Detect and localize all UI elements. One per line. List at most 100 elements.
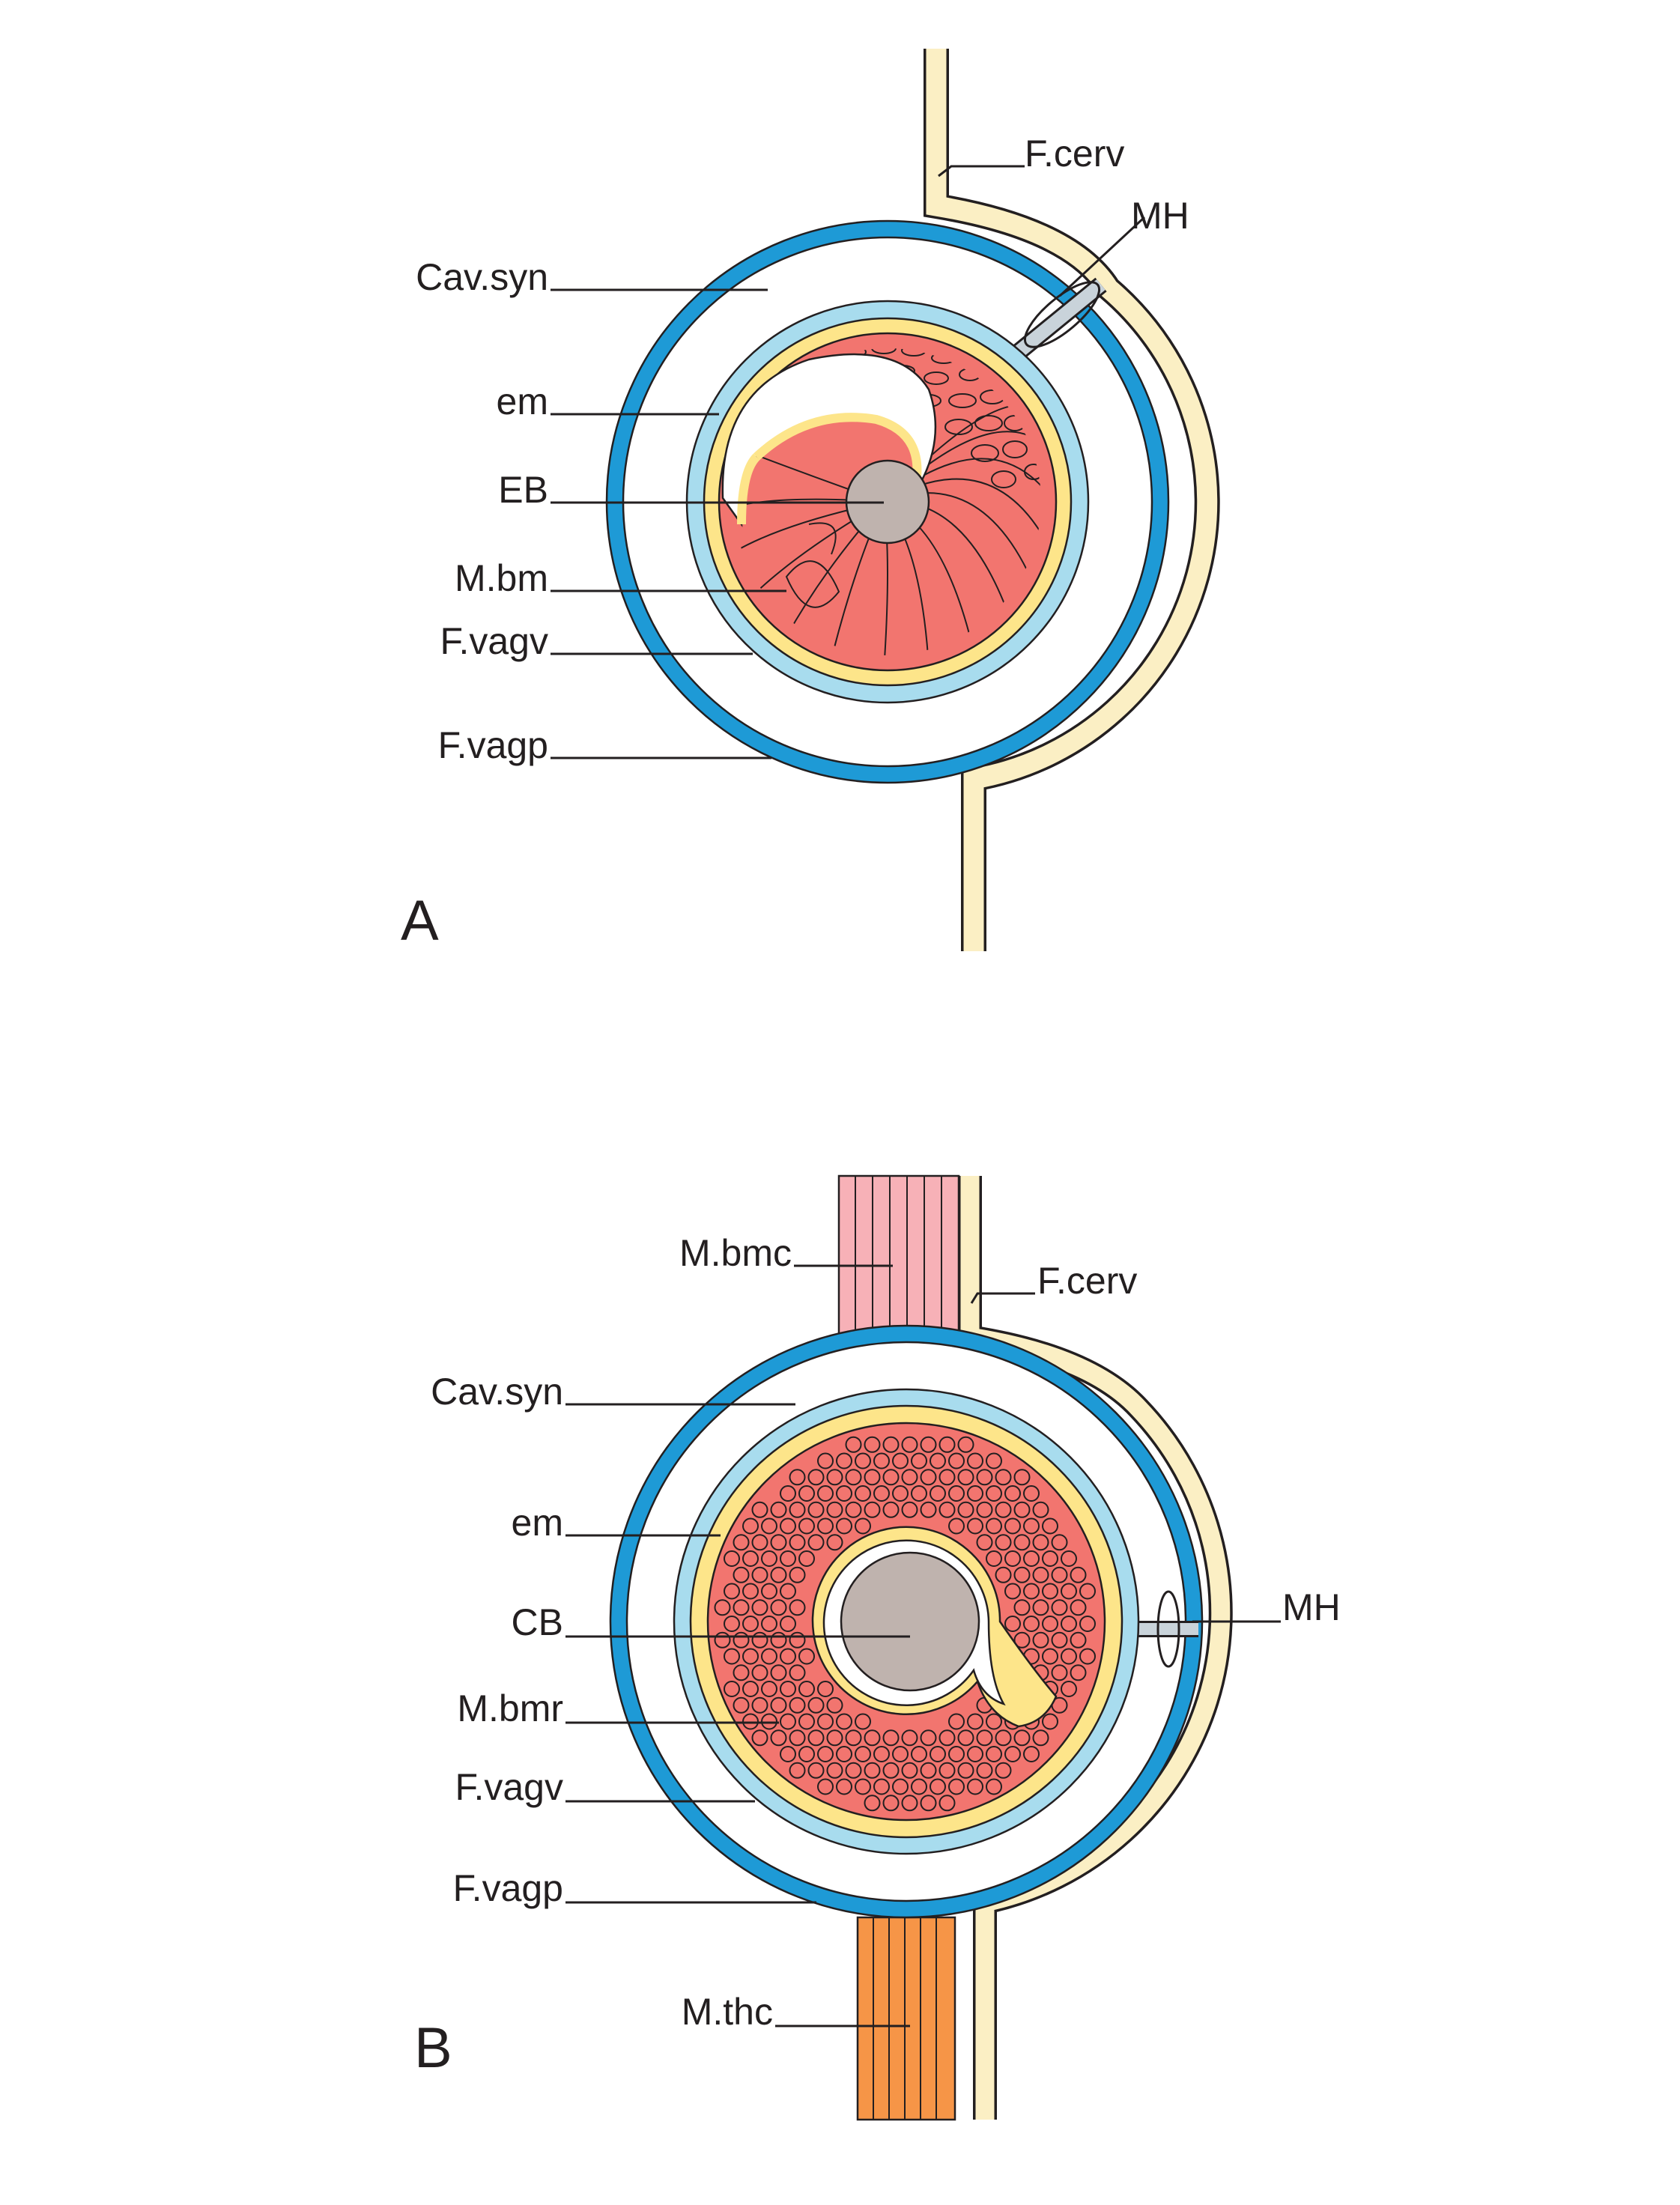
fiber-bundle	[948, 1713, 965, 1730]
fiber-bundle	[817, 1778, 834, 1795]
fiber-bundle	[789, 1631, 806, 1649]
fiber-bundle	[1042, 1648, 1058, 1665]
fiber-bundle	[780, 1550, 796, 1567]
label-fvagp-a: F.vagp	[438, 724, 548, 766]
fiber-bundle	[948, 1778, 965, 1795]
fiber-bundle	[1042, 1550, 1058, 1567]
fiber-bundle	[1013, 1534, 1031, 1551]
label-cavsyn-a: Cav.syn	[416, 256, 548, 298]
fiber-bundle	[938, 1795, 956, 1812]
fiber-bundle	[1051, 1631, 1068, 1649]
fiber-bundle	[995, 1501, 1012, 1518]
fiber-bundle	[836, 1778, 852, 1795]
fiber-bundle	[789, 1469, 806, 1486]
label-fcerv-b: F.cerv	[1037, 1260, 1137, 1302]
fiber-bundle	[817, 1485, 834, 1502]
panel-letter-a: A	[401, 889, 439, 953]
fiber-bundle	[761, 1616, 777, 1632]
label-mh-b: MH	[1282, 1586, 1341, 1628]
fiber-bundle	[1042, 1616, 1058, 1632]
fiber-bundle	[920, 1762, 937, 1779]
fiber-bundle	[780, 1583, 796, 1600]
fiber-bundle	[798, 1681, 815, 1697]
fiber-bundle	[826, 1501, 843, 1518]
label-mthc-b: M.thc	[682, 1991, 773, 2033]
fiber-bundle	[882, 1469, 900, 1486]
fiber-bundle	[948, 1517, 965, 1535]
fiber-bundle	[901, 1762, 918, 1779]
fiber-bundle	[780, 1517, 796, 1535]
fiber-bundle	[986, 1778, 1002, 1795]
fiber-bundle	[789, 1566, 806, 1583]
fiber-bundle	[807, 1534, 825, 1551]
fiber-bundle	[976, 1501, 993, 1518]
fiber-bundle	[873, 1452, 890, 1470]
fiber-bundle	[780, 1746, 796, 1762]
fiber-bundle	[798, 1517, 815, 1535]
label-eb-a: EB	[498, 469, 548, 511]
fiber-bundle	[733, 1566, 750, 1583]
fiber-bundle	[957, 1436, 974, 1453]
fiber-bundle	[995, 1762, 1012, 1779]
fiber-bundle	[817, 1517, 834, 1535]
fiber-bundle	[873, 1485, 890, 1502]
fiber-bundle	[986, 1452, 1002, 1470]
fiber-bundle	[845, 1501, 862, 1518]
fiber-bundle	[855, 1452, 871, 1470]
fiber-bundle	[1051, 1534, 1068, 1551]
label-fcerv-a: F.cerv	[1025, 133, 1124, 175]
fiber-bundle	[780, 1616, 796, 1632]
fiber-bundle	[1004, 1583, 1021, 1600]
fiber-bundle	[826, 1469, 843, 1486]
fiber-bundle	[920, 1729, 937, 1747]
fiber-bundle	[1070, 1664, 1087, 1681]
fiber-bundle	[789, 1501, 806, 1518]
fiber-bundle	[986, 1713, 1002, 1730]
bone-b	[840, 1551, 980, 1692]
fiber-bundle	[1032, 1599, 1049, 1616]
fiber-bundle	[733, 1696, 750, 1714]
fiber-bundle	[724, 1583, 740, 1600]
fiber-bundle	[967, 1746, 983, 1762]
fiber-bundle	[901, 1501, 918, 1518]
fiber-bundle	[798, 1713, 815, 1730]
fiber-bundle	[770, 1664, 787, 1681]
fiber-bundle	[1051, 1566, 1068, 1583]
fiber-bundle	[836, 1485, 852, 1502]
fiber-bundle	[938, 1469, 956, 1486]
fiber-bundle	[1023, 1583, 1040, 1600]
fiber-bundle	[911, 1452, 927, 1470]
fiber-bundle	[770, 1566, 787, 1583]
fiber-bundle	[1032, 1631, 1049, 1649]
fiber-bundle	[948, 1485, 965, 1502]
label-mh-a: MH	[1131, 195, 1189, 237]
fiber-bundle	[986, 1485, 1002, 1502]
fiber-bundle	[986, 1517, 1002, 1535]
fiber-bundle	[892, 1452, 909, 1470]
fiber-bundle	[1032, 1729, 1049, 1747]
fiber-bundle	[770, 1501, 787, 1518]
fiber-bundle	[807, 1696, 825, 1714]
fiber-bundle	[864, 1501, 881, 1518]
label-mbmc-b: M.bmc	[679, 1232, 792, 1274]
fiber-bundle	[742, 1648, 759, 1665]
label-mbmr-b: M.bmr	[457, 1687, 563, 1729]
fiber-bundle	[761, 1550, 777, 1567]
fiber-bundle	[1061, 1583, 1077, 1600]
fiber-bundle	[855, 1517, 871, 1535]
fiber-bundle	[948, 1452, 965, 1470]
fiber-bundle	[714, 1599, 731, 1616]
fiber-bundle	[855, 1713, 871, 1730]
fiber-bundle	[1023, 1550, 1040, 1567]
fiber-bundle	[751, 1696, 768, 1714]
muscle-fiber-bundles-b	[714, 1436, 1096, 1812]
fiber-bundle	[770, 1599, 787, 1616]
fiber-bundle	[930, 1746, 946, 1762]
fiber-bundle	[1013, 1729, 1031, 1747]
fiber-bundle	[855, 1778, 871, 1795]
muscle-thc	[856, 1916, 956, 2121]
fiber-bundle	[751, 1599, 768, 1616]
fiber-bundle	[995, 1469, 1012, 1486]
fiber-bundle	[789, 1664, 806, 1681]
panel-a: F.cerv MH Cav.syn em EB M.bm F.vagv F.va…	[401, 49, 1220, 953]
